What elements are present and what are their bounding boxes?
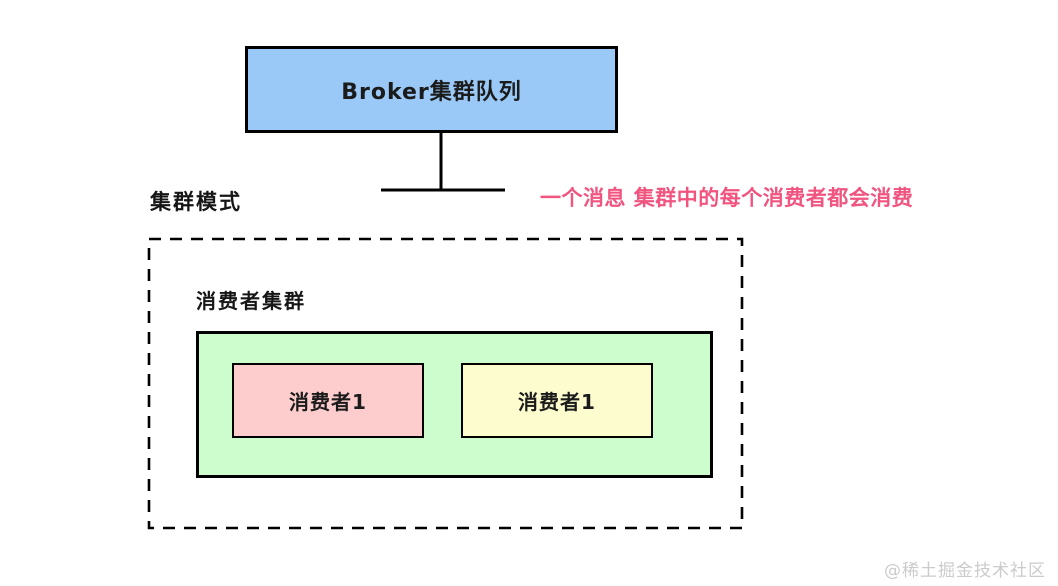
consumer-cluster-label: 消费者集群 [196,289,306,313]
consumer-box-1-label: 消费者1 [289,390,367,414]
cluster-mode-dashed-box [147,237,744,530]
consumer-box-1: 消费者1 [232,363,424,438]
consumer-box-2: 消费者1 [461,363,653,438]
annotation-text: 一个消息 集群中的每个消费者都会消费 [540,186,914,210]
broker-cluster-queue-box: Broker集群队列 [245,46,618,133]
consumer-box-2-label: 消费者1 [518,390,596,414]
broker-cluster-queue-label: Broker集群队列 [341,79,522,105]
watermark-text: @稀土掘金技术社区 [884,561,1046,581]
cluster-mode-label: 集群模式 [150,190,242,214]
